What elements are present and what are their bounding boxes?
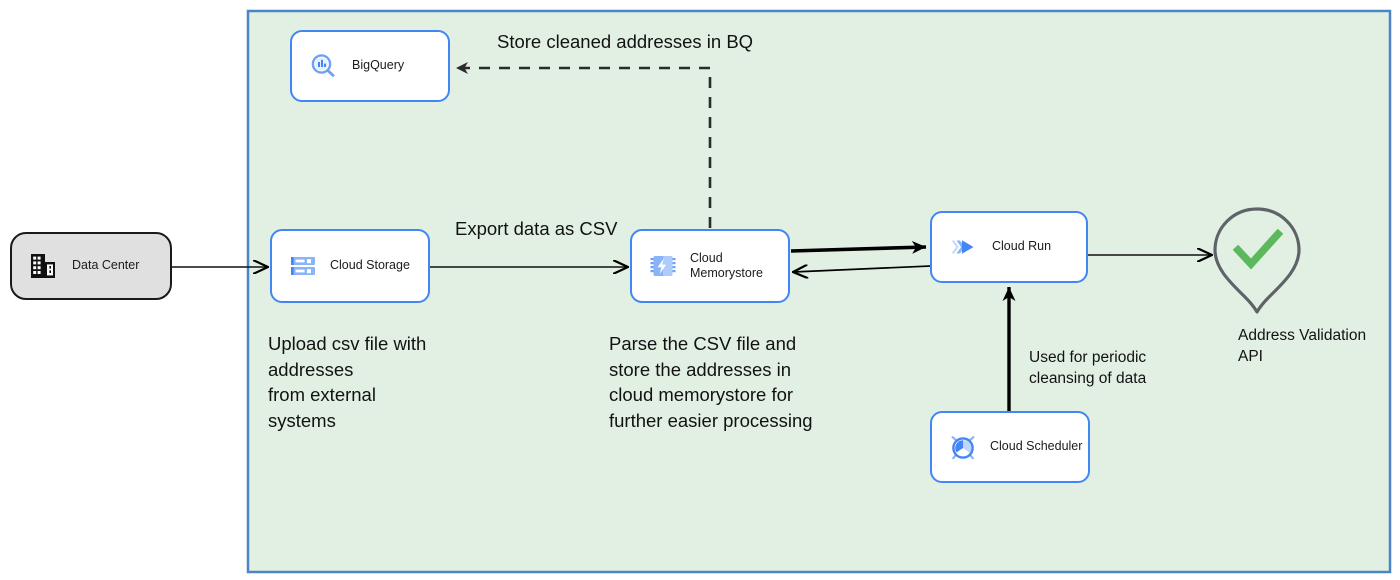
node-label: BigQuery bbox=[352, 58, 405, 73]
node-cloud-storage[interactable]: Cloud Storage bbox=[270, 229, 430, 303]
cloud-run-icon bbox=[948, 232, 978, 262]
edge-label-export-csv: Export data as CSV bbox=[455, 218, 618, 239]
node-label-address-validation-api: Address Validation API bbox=[1238, 327, 1367, 365]
edge-memorystore-to-cloudrun bbox=[790, 240, 927, 254]
cloud-storage-icon bbox=[288, 251, 318, 281]
cloud-scheduler-icon bbox=[948, 432, 978, 462]
annotation-upload-csv: Upload csv file with addresses from exte… bbox=[268, 333, 427, 431]
memorystore-icon bbox=[648, 251, 678, 281]
edge-label-store-bq: Store cleaned addresses in BQ bbox=[497, 31, 754, 52]
node-label: Data Center bbox=[72, 258, 140, 273]
annotation-parse-csv: Parse the CSV file and store the address… bbox=[609, 333, 813, 431]
node-label: Cloud Scheduler bbox=[990, 439, 1083, 454]
map-pin-check-icon bbox=[1213, 207, 1301, 314]
edge-to-bigquery-dashed bbox=[456, 62, 712, 228]
node-label: Cloud Storage bbox=[330, 258, 410, 273]
node-cloud-run[interactable]: Cloud Run bbox=[930, 211, 1088, 283]
node-bigquery[interactable]: BigQuery bbox=[290, 30, 450, 102]
data-center-icon bbox=[28, 251, 58, 281]
node-cloud-memorystore[interactable]: Cloud Memorystore bbox=[630, 229, 790, 303]
node-data-center[interactable]: Data Center bbox=[10, 232, 172, 300]
edge-label-periodic-cleansing: Used for periodic cleansing of data bbox=[1029, 349, 1147, 387]
node-label: Cloud Run bbox=[992, 239, 1052, 254]
google-cloud-boundary bbox=[246, 9, 1392, 574]
node-label: Cloud Memorystore bbox=[690, 250, 763, 280]
bigquery-icon bbox=[308, 51, 338, 81]
node-cloud-scheduler[interactable]: Cloud Scheduler bbox=[930, 411, 1090, 483]
